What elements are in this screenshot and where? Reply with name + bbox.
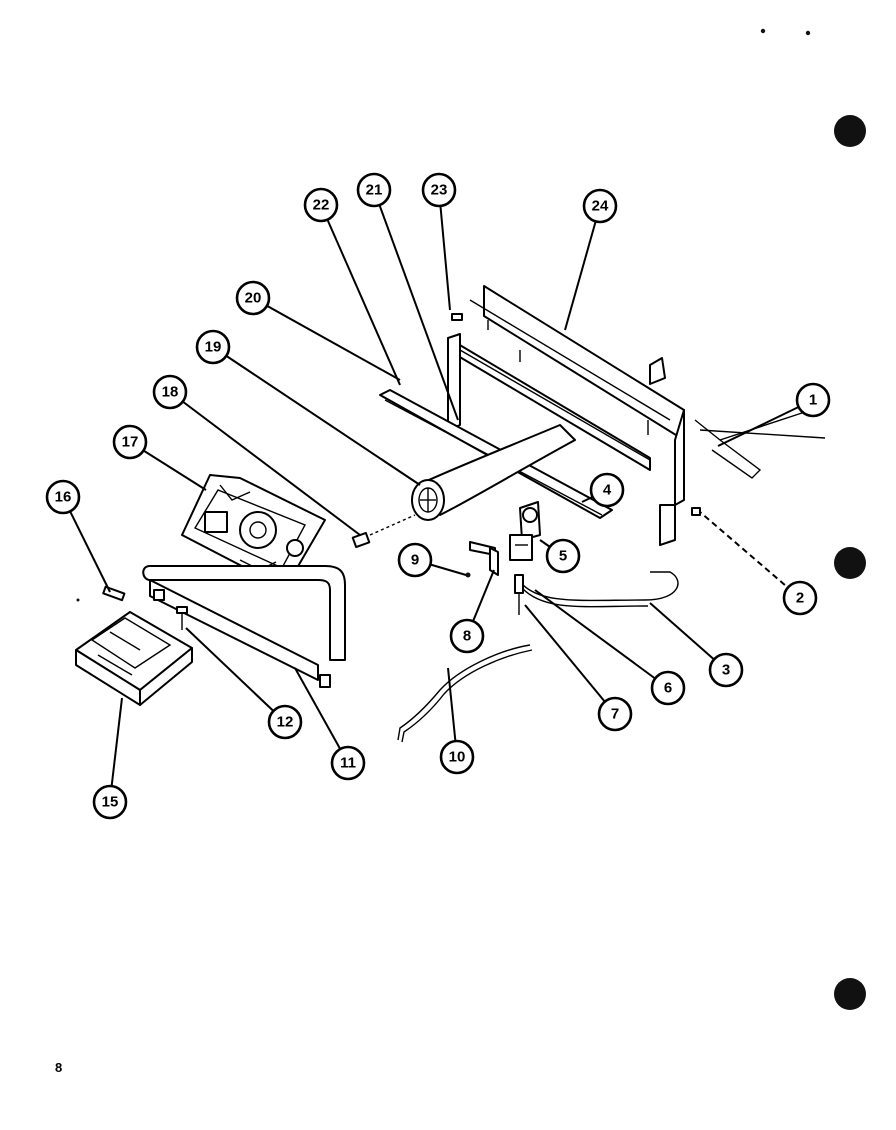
callout-5: 5: [545, 538, 581, 574]
svg-text:24: 24: [592, 198, 609, 215]
callout-6: 6: [650, 670, 686, 706]
callout-1: 1: [795, 382, 831, 418]
ignition-control-module: [75, 611, 193, 706]
svg-text:12: 12: [277, 714, 294, 731]
svg-text:5: 5: [559, 548, 567, 565]
screw-two: [691, 507, 701, 516]
svg-text:8: 8: [463, 628, 471, 645]
svg-text:6: 6: [664, 680, 672, 697]
side-bracket: [694, 411, 806, 479]
svg-text:22: 22: [313, 197, 330, 214]
svg-text:1: 1: [809, 392, 817, 409]
callout-24: 24: [582, 188, 618, 224]
igniter-assembly: [509, 501, 541, 561]
callout-18: 18: [152, 374, 188, 410]
callout-20: 20: [235, 280, 271, 316]
leader-lines: [62, 189, 814, 801]
callout-4: 4: [589, 472, 625, 508]
fuse: [102, 585, 126, 602]
callout-19: 19: [195, 329, 231, 365]
callout-23: 23: [421, 172, 457, 208]
screw-nine: [465, 572, 471, 578]
svg-text:21: 21: [366, 182, 383, 199]
callout-9: 9: [397, 542, 433, 578]
svg-text:23: 23: [431, 182, 448, 199]
svg-text:17: 17: [122, 434, 139, 451]
svg-text:9: 9: [411, 552, 419, 569]
callout-17: 17: [112, 424, 148, 460]
callout-2: 2: [782, 580, 818, 616]
mounting-rail: [142, 565, 346, 688]
screw-twenty-three: [451, 313, 463, 321]
burner-tube: [411, 424, 576, 521]
screw: [351, 514, 416, 549]
callout-3: 3: [708, 652, 744, 688]
binder-hole-middle: [834, 547, 866, 579]
callout-22: 22: [303, 187, 339, 223]
svg-text:20: 20: [245, 290, 262, 307]
svg-text:2: 2: [796, 590, 804, 607]
svg-text:4: 4: [603, 482, 612, 499]
svg-text:10: 10: [449, 749, 466, 766]
binder-hole-top: [834, 115, 866, 147]
binder-hole-bottom: [834, 978, 866, 1010]
burner-mounting-panel: [447, 285, 685, 546]
svg-text:19: 19: [205, 339, 222, 356]
sensor-wire: [397, 644, 533, 743]
svg-text:15: 15: [102, 794, 119, 811]
panel-edge-line: [699, 429, 826, 439]
callout-10: 10: [439, 739, 475, 775]
page-number: 8: [55, 1060, 63, 1075]
callout-11: 11: [330, 745, 366, 781]
callout-7: 7: [597, 696, 633, 732]
callout-16: 16: [45, 479, 81, 515]
svg-text:18: 18: [162, 384, 179, 401]
callout-12: 12: [267, 704, 303, 740]
svg-text:7: 7: [611, 706, 619, 723]
callout-21: 21: [356, 172, 392, 208]
callout-8: 8: [449, 618, 485, 654]
print-dot: [76, 598, 80, 602]
print-dot: [805, 30, 811, 36]
callout-15: 15: [92, 784, 128, 820]
screw-small: [176, 606, 188, 630]
svg-text:11: 11: [340, 755, 356, 772]
print-dot: [760, 28, 766, 34]
small-bracket: [469, 541, 499, 576]
svg-text:16: 16: [55, 489, 72, 506]
inducer-housing: [181, 474, 326, 581]
svg-text:3: 3: [722, 662, 730, 679]
